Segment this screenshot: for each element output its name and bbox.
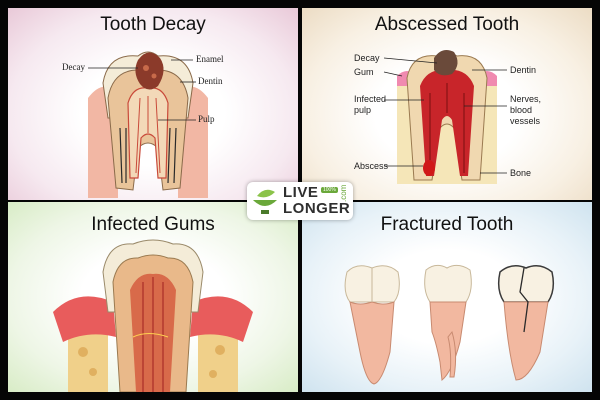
infected-gums-title: Infected Gums <box>91 214 215 235</box>
fractured-tooth-illustration <box>344 264 555 385</box>
tooth-decay-illustration <box>88 51 208 198</box>
tooth-decay-label-dentin: Dentin <box>198 76 223 86</box>
abscessed-label-decay: Decay <box>354 53 380 63</box>
logo-line1: LIVE <box>283 184 319 201</box>
logo-suffix: .com <box>339 184 348 202</box>
fractured-tooth-panel: Fractured Tooth <box>302 202 592 392</box>
fracture-line <box>519 267 529 333</box>
infected-pulp-shape <box>420 69 474 176</box>
tooth-decay-title: Tooth Decay <box>100 14 206 35</box>
mortar-leaf-icon <box>253 189 277 214</box>
tooth-decay-label-pulp: Pulp <box>198 114 215 124</box>
molar-tooth-2 <box>424 264 472 381</box>
fractured-tooth-title: Fractured Tooth <box>380 214 514 235</box>
live-longer-logo: LIVE 100% LONGER .com <box>247 182 353 220</box>
logo-line2: LONGER <box>283 200 351 217</box>
tooth-decay-label-decay: Decay <box>62 62 85 72</box>
abscessed-label-bone: Bone <box>510 168 532 178</box>
abscessed-label-gum: Gum <box>354 67 374 77</box>
root-stripes <box>119 127 177 184</box>
abscessed-label-dentin: Dentin <box>510 65 537 75</box>
decay-shape <box>135 52 164 90</box>
abscess-shape <box>423 160 435 176</box>
infected-gums-illustration <box>53 239 253 392</box>
gum-left-shape <box>53 296 116 342</box>
abscessed-label-infected-pulp: Infected pulp <box>354 94 387 115</box>
molar-tooth-1 <box>344 265 400 385</box>
infected-gums-panel: Infected Gums <box>8 202 298 392</box>
abscessed-tooth-illustration <box>383 50 507 184</box>
tooth-decay-label-enamel: Enamel <box>196 54 224 64</box>
tooth-decay-panel: Tooth Decay Decay Enamel Dentin <box>8 8 298 200</box>
decay-shape <box>434 50 458 76</box>
pulp-vessels <box>142 277 164 392</box>
pulp-vessels <box>135 96 161 174</box>
logo-badge: 100% <box>321 187 338 193</box>
abscessed-label-abscess: Abscess <box>354 161 389 171</box>
abscessed-tooth-panel: Abscessed Tooth Decay Gum <box>302 8 592 200</box>
abscessed-label-nerves: Nerves, blood vessels <box>510 94 542 126</box>
abscessed-tooth-title: Abscessed Tooth <box>374 14 520 35</box>
gum-right-shape <box>190 296 253 342</box>
fractured-molar-tooth-3 <box>497 265 555 381</box>
